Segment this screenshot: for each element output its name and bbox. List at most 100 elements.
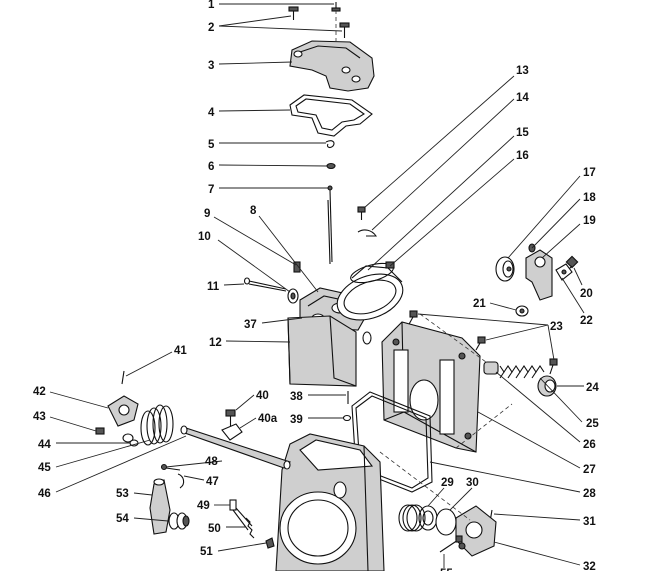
- callout-8: 8: [250, 205, 319, 293]
- callout-27: 27: [477, 411, 596, 476]
- svg-text:54: 54: [116, 513, 129, 525]
- svg-text:7: 7: [208, 184, 214, 196]
- ring-part-37: [362, 331, 372, 345]
- callout-40: 40: [235, 390, 269, 411]
- svg-text:30: 30: [466, 477, 479, 489]
- assembly-guide-3: [379, 451, 471, 521]
- svg-text:25: 25: [586, 418, 599, 430]
- callout-23: 23: [417, 313, 563, 361]
- svg-text:5: 5: [208, 139, 215, 151]
- callout-37: 37: [244, 317, 303, 331]
- ring-part-30: [435, 508, 457, 536]
- ring-part-29: [418, 505, 438, 531]
- screw-part-11: [243, 277, 287, 292]
- svg-text:40a: 40a: [258, 413, 278, 425]
- callout-28: 28: [429, 461, 596, 500]
- callout-42: 42: [33, 386, 109, 409]
- svg-text:1: 1: [208, 0, 215, 11]
- callout-31: 31: [493, 513, 596, 528]
- svg-text:6: 6: [208, 161, 214, 173]
- washer-part-39: [342, 414, 352, 422]
- jet-part-51: [265, 537, 275, 549]
- svg-text:4: 4: [208, 107, 215, 119]
- callout-24: 24: [557, 382, 599, 394]
- carb-body-main: [275, 433, 385, 571]
- callout-32: 32: [493, 541, 596, 571]
- callout-54: 54: [116, 513, 169, 525]
- svg-text:19: 19: [583, 215, 596, 227]
- pin-part-47: [160, 463, 185, 489]
- screw-part-23c: [549, 358, 558, 375]
- callout-55: 55: [440, 554, 453, 571]
- callout-49: 49: [197, 500, 230, 512]
- callout-25: 25: [539, 377, 599, 430]
- svg-text:32: 32: [583, 561, 596, 571]
- callout-13: 13: [363, 65, 529, 209]
- callout-4: 4: [208, 107, 291, 119]
- callout-10: 10: [198, 231, 291, 293]
- callout-38: 38: [290, 391, 346, 403]
- svg-text:24: 24: [586, 382, 599, 394]
- svg-text:37: 37: [244, 319, 257, 331]
- svg-text:51: 51: [200, 546, 213, 558]
- svg-text:15: 15: [516, 127, 529, 139]
- callout-39: 39: [290, 414, 343, 426]
- screw-part-23b: [475, 336, 486, 351]
- spring-part-45: [140, 404, 174, 446]
- pulley-part-17: [495, 256, 515, 282]
- svg-text:17: 17: [583, 167, 596, 179]
- callout-3: 3: [208, 60, 293, 72]
- svg-text:21: 21: [473, 298, 486, 310]
- svg-text:38: 38: [290, 391, 303, 403]
- callout-40a: 40a: [239, 413, 278, 429]
- svg-text:42: 42: [33, 386, 46, 398]
- plunger-part-26: [483, 361, 499, 375]
- svg-text:44: 44: [38, 439, 51, 451]
- clamp-part-16: [350, 261, 395, 284]
- shaft-part-48: [180, 425, 292, 470]
- svg-text:46: 46: [38, 488, 51, 500]
- washer-part-10: [287, 288, 299, 304]
- svg-text:13: 13: [516, 65, 529, 77]
- svg-text:2: 2: [208, 22, 214, 34]
- svg-text:39: 39: [290, 414, 303, 426]
- callout-29: 29: [427, 477, 454, 507]
- svg-text:47: 47: [206, 476, 219, 488]
- svg-text:43: 43: [33, 411, 46, 423]
- callout-15: 15: [367, 127, 529, 271]
- callout-50: 50: [208, 523, 246, 535]
- callout-18: 18: [531, 192, 596, 249]
- callout-11: 11: [207, 281, 245, 293]
- assembly-guide-4: [455, 403, 513, 449]
- svg-text:26: 26: [583, 439, 596, 451]
- callout-47: 47: [183, 475, 219, 488]
- callout-53: 53: [116, 488, 153, 500]
- svg-text:10: 10: [198, 231, 211, 243]
- clip-part-14: [357, 229, 378, 237]
- jet-part-50: [245, 517, 255, 539]
- svg-text:9: 9: [204, 208, 210, 220]
- callout-41: 41: [125, 345, 187, 377]
- clip-part-40a: [221, 423, 243, 441]
- screw-part-55: [439, 535, 463, 553]
- svg-text:14: 14: [516, 92, 529, 104]
- svg-text:48: 48: [205, 456, 218, 468]
- callout-19: 19: [541, 215, 596, 259]
- slide-plate-part-12: [287, 315, 357, 387]
- spring-part-25: [499, 365, 545, 379]
- gasket-part-4: [289, 94, 373, 137]
- callout-51: 51: [200, 542, 267, 558]
- callout-1: 1: [208, 0, 334, 11]
- callout-6: 6: [208, 161, 328, 173]
- svg-text:27: 27: [583, 464, 596, 476]
- svg-text:28: 28: [583, 488, 596, 500]
- spring-part-9: [293, 261, 301, 273]
- screw-part-43: [95, 427, 105, 435]
- callout-30: 30: [449, 477, 479, 511]
- svg-text:20: 20: [580, 288, 593, 300]
- bushing-part-21: [515, 305, 529, 317]
- flange-body-part-27: [381, 321, 481, 453]
- callout-14: 14: [371, 92, 529, 231]
- svg-text:3: 3: [208, 60, 214, 72]
